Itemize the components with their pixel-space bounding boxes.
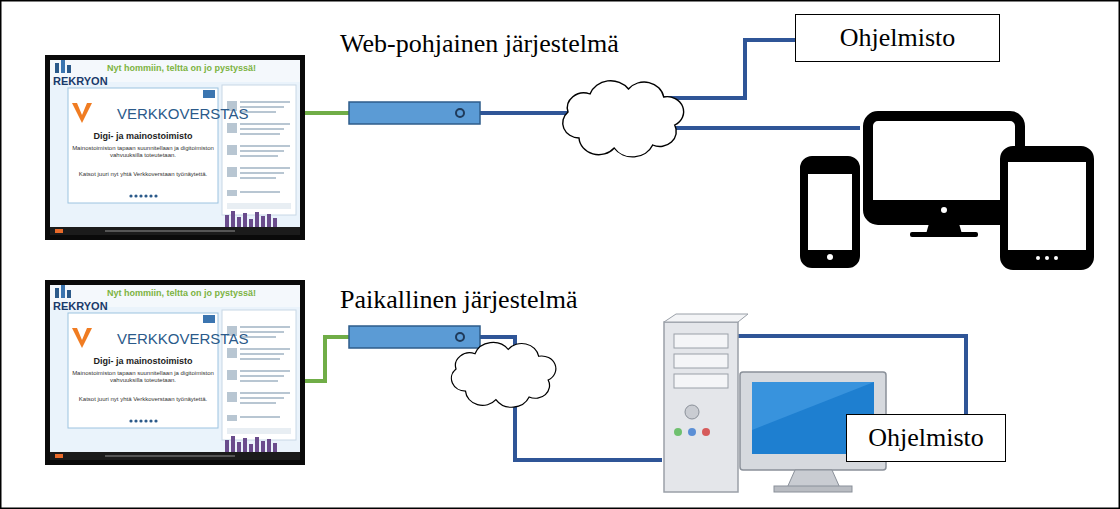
brand-name: VERKKOVERSTAS xyxy=(117,330,248,348)
box-label: Ohjelmisto xyxy=(868,423,984,453)
header-text: Nyt hommiin, teltta on jo pystyssä! xyxy=(107,288,256,299)
screen-note: Katsot juuri nyt yhtä Verkkoverstaan työ… xyxy=(70,396,216,403)
logo-text: REKRYON xyxy=(53,300,108,313)
screen-heading: Digi- ja mainostoimisto xyxy=(70,356,216,367)
box-label: Ohjelmisto xyxy=(840,23,956,53)
screen-body: Mainostoimiston tapaan suunnitellaan ja … xyxy=(72,370,214,384)
screen-body: Mainostoimiston tapaan suunnitellaan ja … xyxy=(72,145,214,159)
software-box: Ohjelmisto xyxy=(795,14,1000,62)
screen-heading: Digi- ja mainostoimisto xyxy=(70,131,216,142)
logo-text: REKRYON xyxy=(53,75,108,88)
system-title: Web-pohjainen järjestelmä xyxy=(340,28,619,59)
system-title: Paikallinen järjestelmä xyxy=(340,284,578,315)
header-text: Nyt hommiin, teltta on jo pystyssä! xyxy=(107,63,256,74)
screen-note: Katsot juuri nyt yhtä Verkkoverstaan työ… xyxy=(70,171,216,178)
software-box: Ohjelmisto xyxy=(846,414,1006,462)
brand-name: VERKKOVERSTAS xyxy=(117,105,248,123)
